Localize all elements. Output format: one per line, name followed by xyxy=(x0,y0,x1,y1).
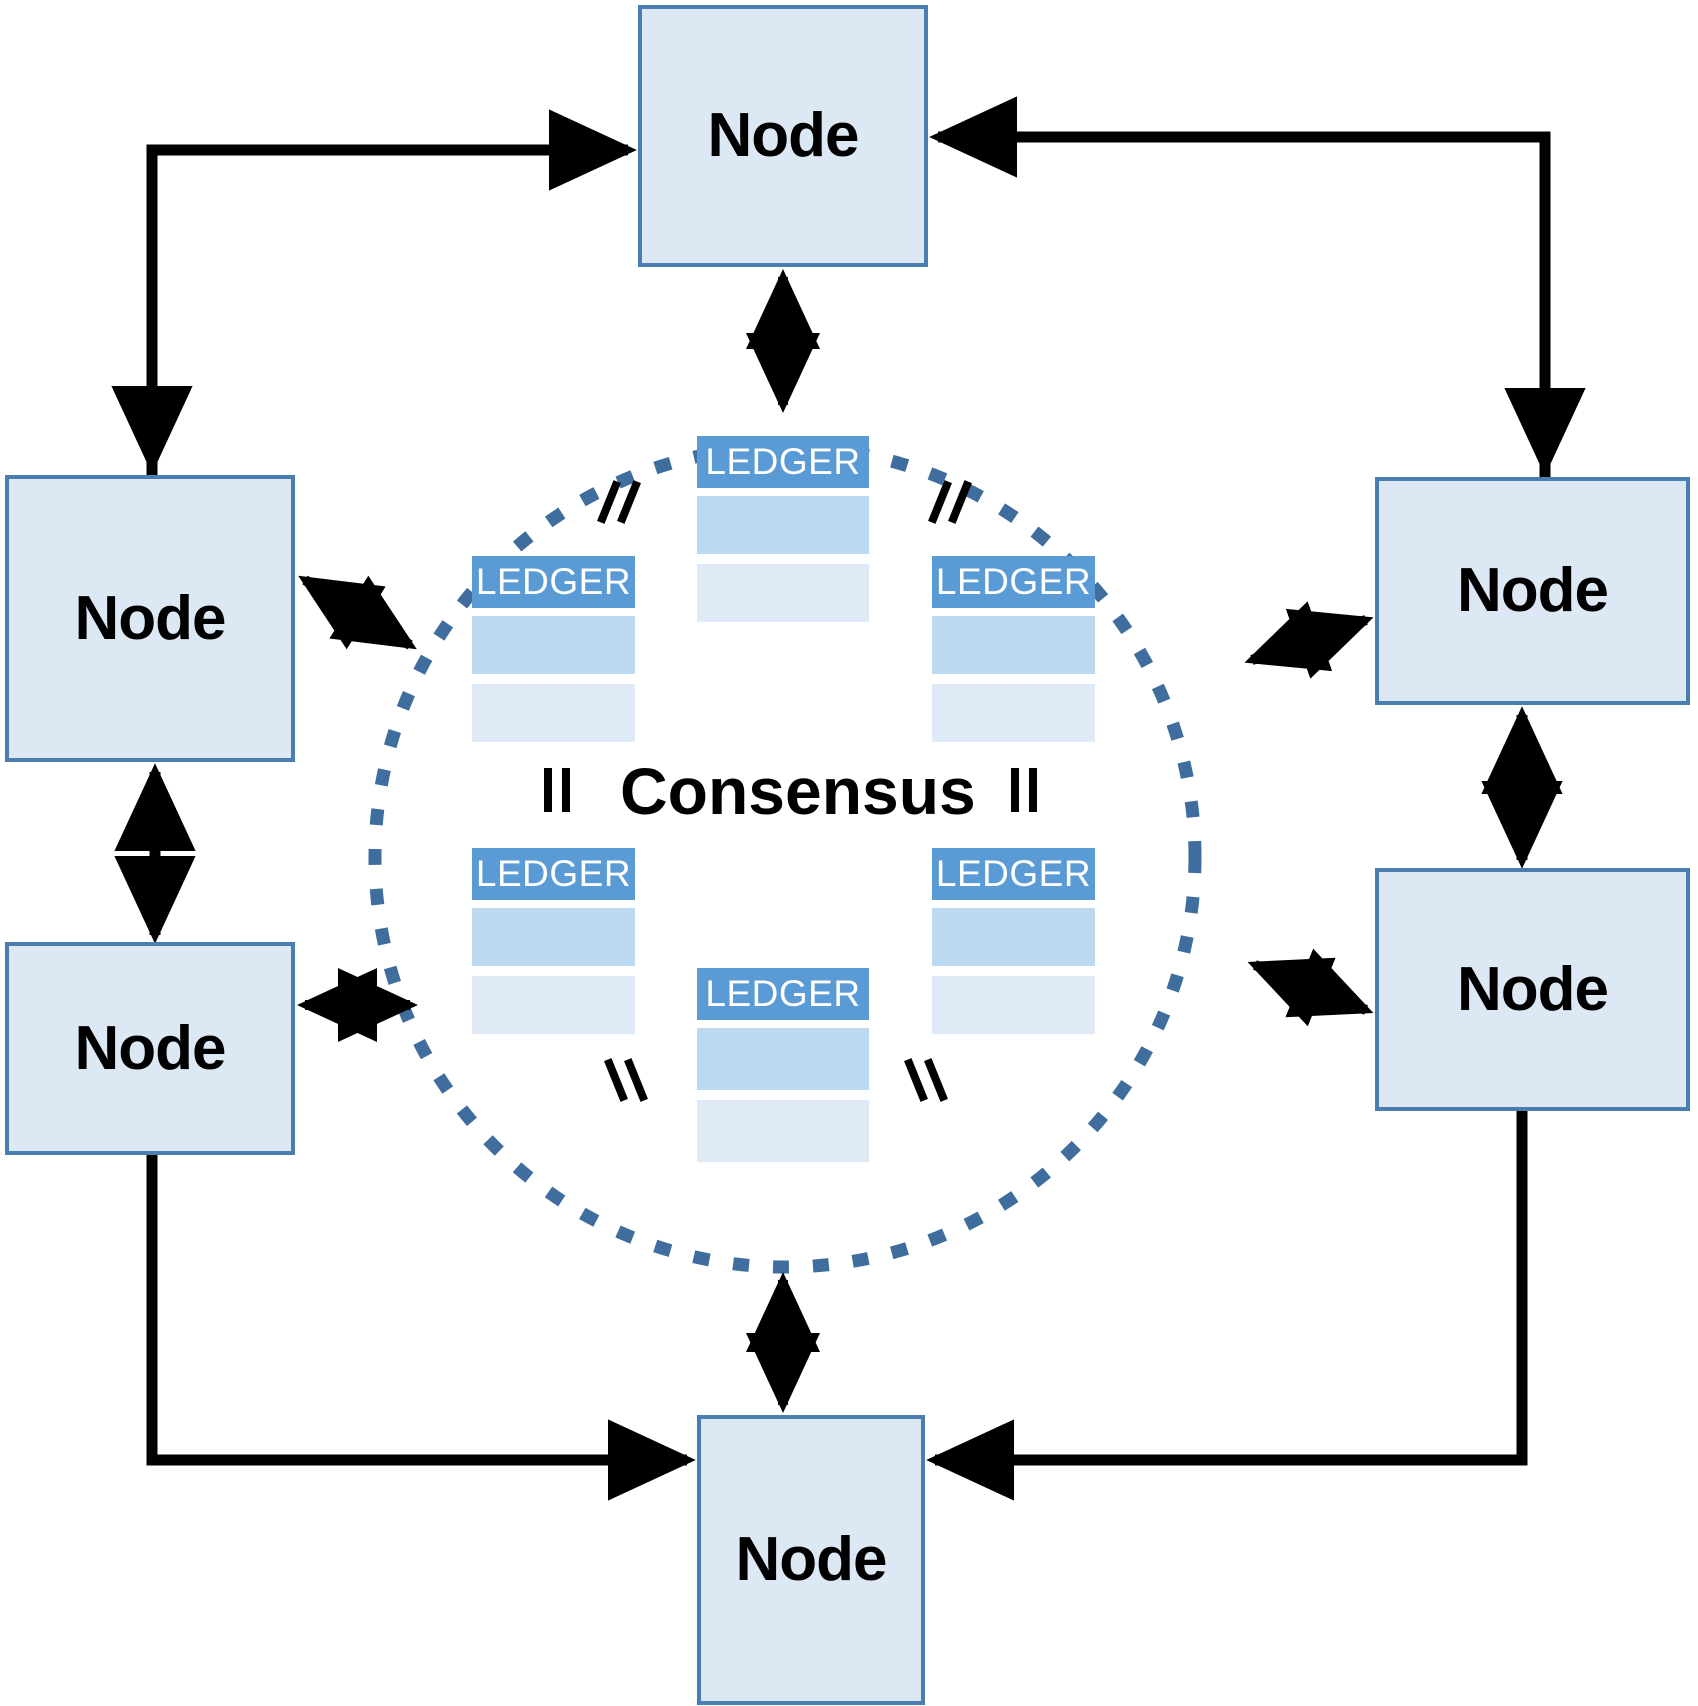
equals-mark-top-left xyxy=(597,480,645,524)
equals-mark-bottom-right xyxy=(904,1058,952,1102)
node-label: Node xyxy=(735,1525,888,1594)
ledger-header: LEDGER xyxy=(932,848,1095,900)
ledger-header: LEDGER xyxy=(697,436,869,488)
ledger-row-secondary xyxy=(932,976,1095,1034)
ledger-row-primary xyxy=(697,496,869,554)
ledger-stack-low-left[interactable]: LEDGER xyxy=(472,848,635,1034)
ledger-stack-low-right[interactable]: LEDGER xyxy=(932,848,1095,1034)
conn-top-to-rightupper xyxy=(929,96,1586,477)
ledger-header: LEDGER xyxy=(472,848,635,900)
ledger-header: LEDGER xyxy=(697,968,869,1020)
consensus-label: Consensus xyxy=(620,754,976,828)
node-label: Node xyxy=(1457,556,1609,625)
node-label: Node xyxy=(707,101,860,170)
ledger-header: LEDGER xyxy=(932,556,1095,608)
equals-mark-mid-right xyxy=(1005,768,1049,812)
conn-rightlower-bottom xyxy=(926,1111,1528,1501)
ledger-stack-mid-right[interactable]: LEDGER xyxy=(932,556,1095,742)
node-box-left-lower[interactable]: Node xyxy=(5,942,295,1155)
ledger-stack-bottom-center[interactable]: LEDGER xyxy=(697,968,869,1162)
conn-leftlower-bottom xyxy=(146,1155,696,1501)
ledger-row-secondary xyxy=(697,1100,869,1162)
ledger-row-secondary xyxy=(697,564,869,622)
node-box-bottom[interactable]: Node xyxy=(697,1415,925,1705)
ledger-stack-top-center[interactable]: LEDGER xyxy=(697,436,869,622)
conn-leftupper-consensus xyxy=(298,575,417,650)
conn-rightupper-consensus xyxy=(1244,601,1374,679)
ledger-row-primary xyxy=(472,616,635,674)
ledger-row-secondary xyxy=(932,684,1095,742)
ledger-row-primary xyxy=(697,1028,869,1090)
node-label: Node xyxy=(1457,954,1609,1024)
ledger-stack-mid-left[interactable]: LEDGER xyxy=(472,556,635,742)
ledger-row-secondary xyxy=(472,976,635,1034)
ledger-row-primary xyxy=(472,908,635,966)
conn-rightlower-consensus xyxy=(1247,948,1374,1027)
node-box-right-lower[interactable]: Node xyxy=(1375,868,1690,1111)
conn-top-to-leftupper xyxy=(111,109,637,475)
ledger-row-primary xyxy=(932,616,1095,674)
node-label: Node xyxy=(74,1013,227,1083)
node-box-right-upper[interactable]: Node xyxy=(1375,477,1690,705)
equals-mark-bottom-left xyxy=(604,1058,652,1102)
node-label: Node xyxy=(74,583,227,653)
node-box-left-upper[interactable]: Node xyxy=(5,475,295,762)
equals-mark-top-right xyxy=(928,480,976,524)
ledger-row-primary xyxy=(932,908,1095,966)
ledger-header: LEDGER xyxy=(472,556,635,608)
ledger-row-secondary xyxy=(472,684,635,742)
equals-mark-mid-left xyxy=(538,768,582,812)
node-box-top[interactable]: Node xyxy=(638,5,928,267)
